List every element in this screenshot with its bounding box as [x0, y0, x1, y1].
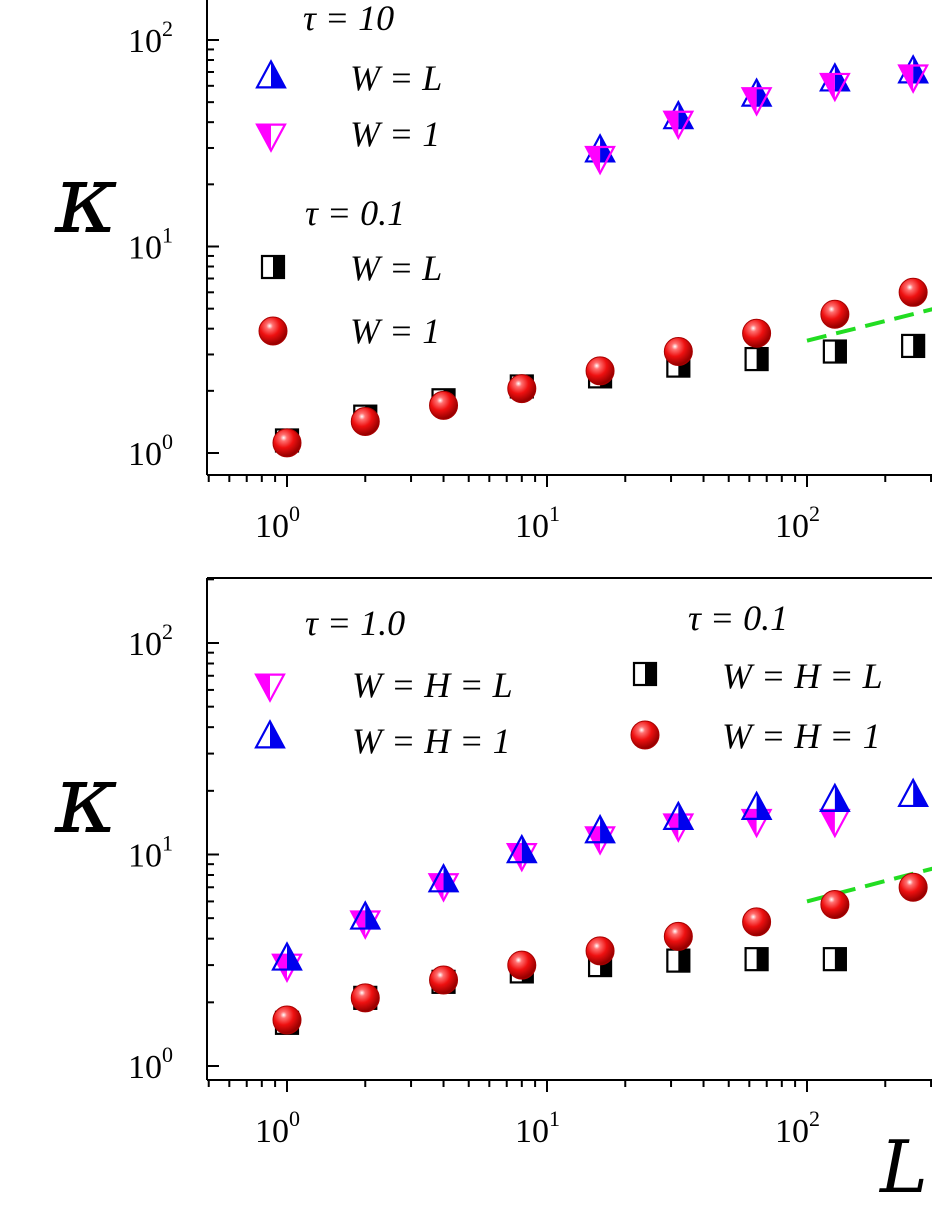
legend-group-title: τ = 0.1 [305, 193, 405, 233]
data-point-sphere [820, 890, 850, 920]
legend-label: W = L [350, 248, 442, 288]
data-point-sphere [898, 277, 928, 307]
x-tick-label: 100 [255, 1106, 300, 1150]
data-point-triangle-down [897, 64, 929, 94]
legend-marker-sphere-icon [630, 720, 660, 750]
x-axis-title: L [878, 1125, 928, 1206]
legend-marker-triangle-up-icon [255, 59, 287, 89]
data-point-sphere [429, 965, 459, 995]
data-point-sphere [429, 390, 459, 420]
legend-label: W = L [350, 58, 442, 98]
data-point-sphere [898, 872, 928, 902]
x-ticks-top: 100 101 102 [207, 475, 932, 545]
legend-marker-triangle-down-icon [254, 673, 286, 703]
data-point-sphere [507, 950, 537, 980]
data-point-square [822, 947, 847, 972]
legend-group-title: τ = 1.0 [305, 603, 405, 643]
y-tick-label: 100 [128, 429, 173, 473]
data-point-triangle-up [349, 900, 382, 930]
panel-top: 100 101 102 100 101 102 κ τ = 10 W = L W = 1… [54, 0, 932, 545]
data-point-triangle-down [740, 87, 773, 117]
legend-marker-square-icon [260, 254, 286, 280]
legend-label: W = H = L [352, 665, 513, 705]
x-tick-label: 101 [515, 501, 560, 545]
legend-marker-triangle-down-icon [255, 123, 287, 153]
data-point-triangle-up [819, 782, 851, 813]
y-axis-title-bottom: κ [54, 743, 118, 855]
data-point-triangle-up [740, 790, 773, 821]
y-ticks-top: 100 101 102 [128, 16, 219, 473]
legend-bottom: τ = 1.0 W = H = L W = H = 1 τ = 0.1 W = … [254, 598, 883, 761]
fit-line-top [806, 307, 932, 343]
data-point-sphere [820, 299, 850, 329]
data-point-square [744, 947, 769, 972]
y-axis-title-top: κ [54, 143, 118, 255]
data-point-triangle-up [897, 777, 929, 808]
legend-label: W = 1 [350, 114, 440, 154]
legend-label: W = H = L [722, 656, 883, 696]
data-point-triangle-up [271, 941, 303, 971]
data-point-triangle-down [662, 110, 695, 141]
y-tick-label: 102 [128, 619, 173, 663]
data-point-sphere [350, 983, 380, 1013]
data-point-sphere [272, 428, 302, 458]
data-point-sphere [350, 407, 380, 437]
y-tick-label: 100 [128, 1042, 173, 1086]
data-point-triangle-up [584, 813, 616, 844]
legend-group-title: τ = 0.1 [688, 598, 788, 638]
data-point-square [822, 339, 847, 364]
data-point-triangle-up [662, 800, 695, 830]
data-series-bottom [271, 777, 929, 1035]
y-tick-label: 102 [128, 16, 173, 60]
data-point-sphere [585, 356, 615, 386]
y-tick-label: 101 [128, 831, 173, 875]
y-tick-label: 101 [128, 223, 173, 267]
legend-label: W = 1 [350, 311, 440, 351]
data-point-square [901, 333, 926, 359]
legend-label: W = H = 1 [722, 716, 881, 756]
plot-area-bottom [271, 777, 932, 1035]
panel-bottom: 100 101 102 100 101 102 κ L τ = 1.0 W = H = … [54, 577, 932, 1206]
legend-marker-square-icon [632, 661, 658, 687]
legend-group-title: τ = 10 [303, 0, 394, 38]
x-tick-label: 102 [775, 501, 820, 545]
fit-line [806, 866, 932, 904]
x-ticks-bottom: 100 101 102 [207, 1080, 932, 1150]
data-point-triangle-down [819, 808, 851, 839]
data-point-sphere [585, 936, 615, 966]
data-point-sphere [507, 374, 537, 404]
legend-marker-sphere-icon [258, 316, 288, 346]
legend-top: τ = 10 W = L W = 1 τ = 0.1 W = L W = 1 [255, 0, 442, 351]
x-tick-label: 102 [775, 1106, 820, 1150]
legend-marker-triangle-up-icon [254, 719, 286, 749]
fit-line [806, 307, 932, 343]
plot-area-top [272, 54, 932, 458]
data-point-square [744, 346, 769, 372]
data-series-top [272, 54, 929, 458]
y-ticks-bottom: 100 101 102 [128, 578, 219, 1086]
data-point-triangle-down [819, 72, 851, 103]
data-point-sphere [663, 337, 693, 367]
data-point-triangle-down [584, 145, 616, 176]
data-point-sphere [742, 907, 772, 937]
data-point-triangle-up [427, 863, 460, 893]
data-point-square [666, 948, 691, 973]
legend-label: W = H = 1 [352, 721, 511, 761]
data-point-sphere [272, 1005, 302, 1035]
x-tick-label: 101 [515, 1106, 560, 1150]
fit-line-bottom [806, 866, 932, 904]
x-tick-label: 100 [255, 501, 300, 545]
data-point-sphere [742, 318, 772, 348]
data-point-triangle-up [505, 833, 538, 864]
data-point-sphere [663, 921, 693, 951]
